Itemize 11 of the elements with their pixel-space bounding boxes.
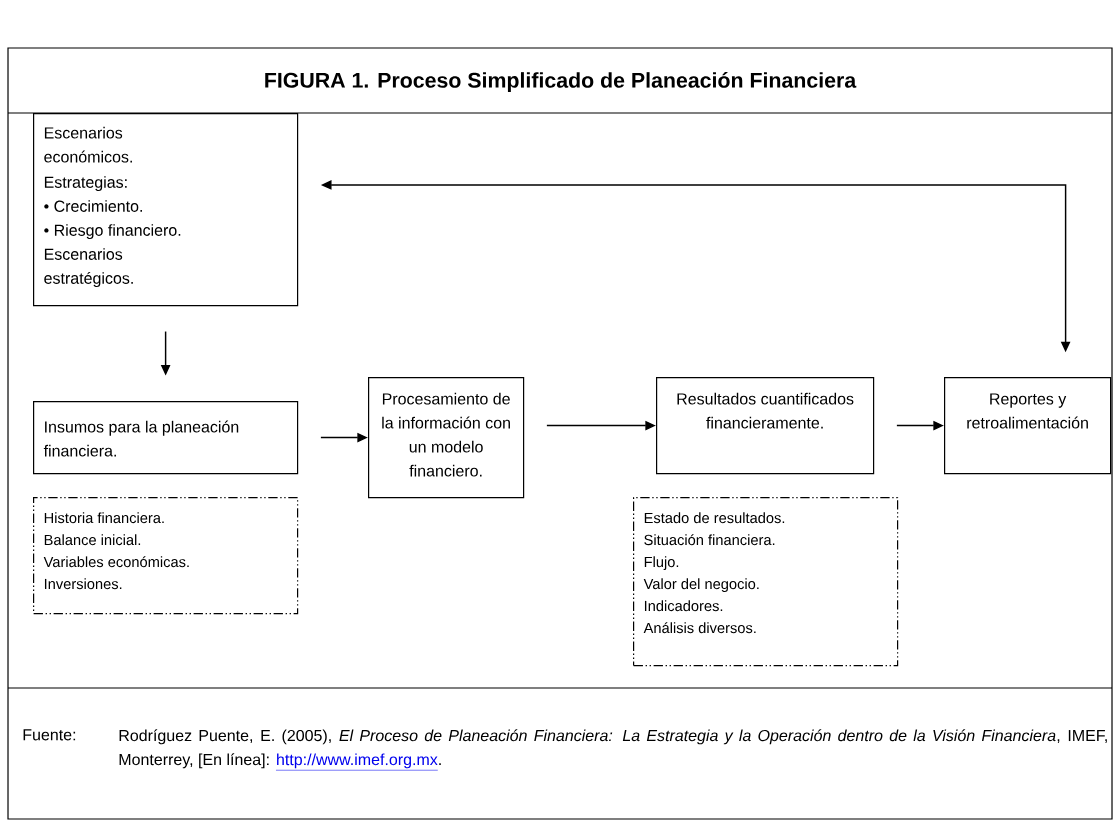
process-box: Resultados cuantificados financieramente. <box>656 377 875 475</box>
note-box: Estado de resultados. Situación financiera. Flujo. Valor del negocio. Indicadores. Análisis diversos. <box>633 497 899 667</box>
figure-title: FIGURA 1. Proceso Simplificado de Planeación Financiera <box>265 71 857 93</box>
process-box: Reportes y retroalimentación <box>944 377 1112 475</box>
link: http://www.imef.org.mx <box>275 753 439 771</box>
process-box: Procesamiento de la información con un modelo financiero. <box>368 377 525 499</box>
source-label: Fuente: <box>23 729 76 741</box>
source-citation: Rodríguez Puente, E. (2005), El Proceso de Planeación Financiera: La Estrategia y la Operación dentro de la Visión Financiera, IMEF, Monterrey, [En línea]: http://www.imef.org.mx. <box>119 729 1107 771</box>
note-box: Historia financiera. Balance inicial. Variables económicas. Inversiones. <box>33 497 299 615</box>
process-box: Escenarios económicos. Estrategias: • Crecimiento. • Riesgo financiero. Escenarios estratégicos. <box>33 113 299 307</box>
process-box: Insumos para la planeación financiera. <box>33 401 299 475</box>
